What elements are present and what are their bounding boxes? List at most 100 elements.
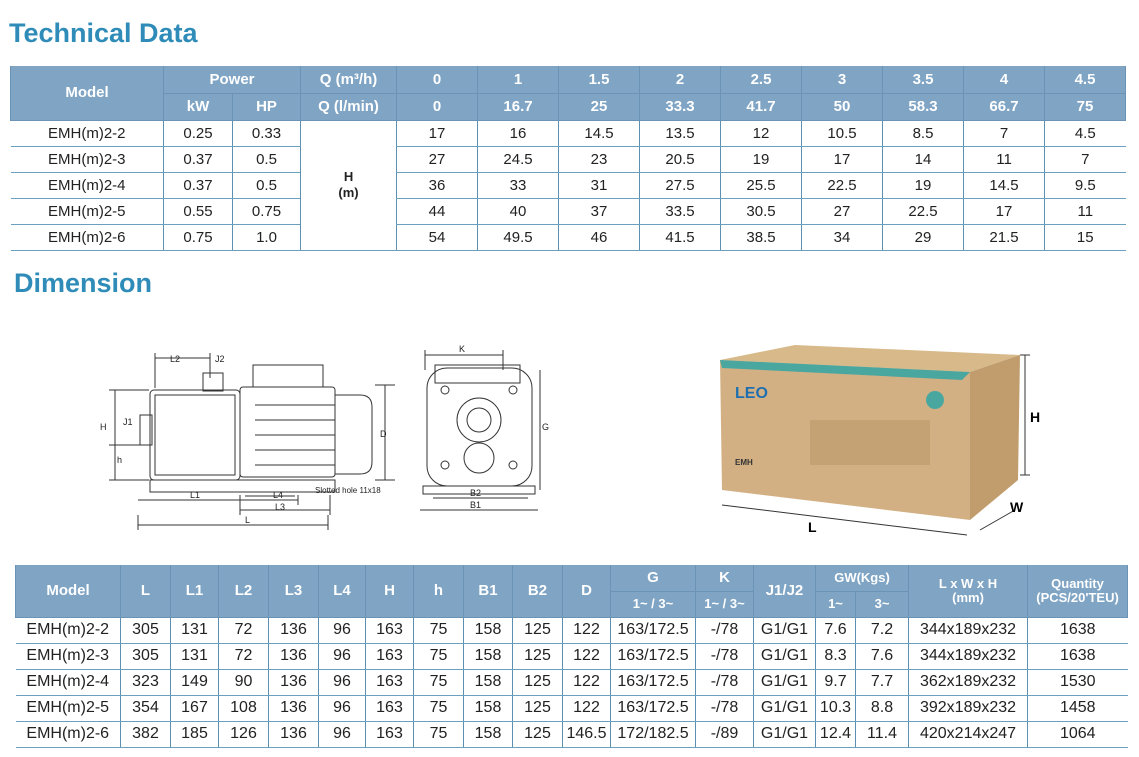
dim-l-header: L bbox=[120, 565, 171, 618]
model-cell: EMH(m)2-2 bbox=[10, 120, 164, 147]
dim-d-header: D bbox=[562, 565, 611, 618]
dimension-table: Model L L1 L2 L3 L4 H h B1 B2 D G K J1/J… bbox=[15, 565, 1129, 748]
dim-cell: 362x189x232 bbox=[908, 669, 1028, 696]
dim-cell: -/78 bbox=[695, 669, 754, 696]
hp-cell: 1.0 bbox=[231, 224, 301, 251]
flow-m3h: 3.5 bbox=[882, 66, 965, 94]
flow-m3h: 2.5 bbox=[720, 66, 803, 94]
dim-g-sub: 1~ / 3~ bbox=[610, 591, 696, 618]
head-unit: (m) bbox=[338, 185, 359, 200]
dim-cell: 185 bbox=[170, 721, 219, 748]
head-value-cell: 31 bbox=[558, 172, 640, 199]
label-b1: B1 bbox=[470, 500, 481, 510]
head-value-cell: 19 bbox=[882, 172, 964, 199]
flow-lmin: 0 bbox=[396, 93, 479, 121]
dim-cell: 163/172.5 bbox=[610, 617, 696, 644]
dim-cell: 125 bbox=[512, 695, 563, 722]
dim-cell: -/78 bbox=[695, 617, 754, 644]
q-lmin-header: Q (l/min) bbox=[300, 93, 398, 121]
head-value-cell: 27 bbox=[396, 146, 478, 173]
head-value-cell: 27.5 bbox=[639, 172, 721, 199]
label-d: D bbox=[380, 429, 387, 439]
head-value-cell: 14.5 bbox=[963, 172, 1045, 199]
dim-cell: 305 bbox=[120, 617, 171, 644]
head-value-cell: 14 bbox=[882, 146, 964, 173]
dim-cell: 1638 bbox=[1027, 617, 1128, 644]
dim-gw1-sub: 1~ bbox=[815, 591, 856, 618]
pump-front-view-drawing: K G B2 B1 bbox=[420, 344, 549, 511]
dim-cell: 1530 bbox=[1027, 669, 1128, 696]
dim-cell: 72 bbox=[218, 643, 269, 670]
label-h: H bbox=[100, 422, 107, 432]
head-value-cell: 11 bbox=[1044, 198, 1126, 225]
dim-cell: 163 bbox=[365, 669, 414, 696]
qty-label: Quantity bbox=[1051, 575, 1104, 591]
model-header: Model bbox=[10, 66, 164, 121]
dim-cell: 344x189x232 bbox=[908, 617, 1028, 644]
model-cell: EMH(m)2-6 bbox=[10, 224, 164, 251]
dim-cell: 158 bbox=[463, 669, 513, 696]
label-l3: L3 bbox=[275, 502, 285, 512]
head-value-cell: 46 bbox=[558, 224, 640, 251]
head-value-cell: 38.5 bbox=[720, 224, 802, 251]
dim-cell: 11.4 bbox=[854, 721, 909, 748]
head-value-cell: 10.5 bbox=[801, 120, 883, 147]
dim-cell: -/89 bbox=[695, 721, 754, 748]
head-value-cell: 22.5 bbox=[801, 172, 883, 199]
dim-cell: 382 bbox=[120, 721, 171, 748]
pump-side-view-drawing: L2 J2 H J1 h L1 L4 L3 L Slotted hole 11x… bbox=[100, 353, 395, 530]
dim-cell: 1458 bbox=[1027, 695, 1128, 722]
dim-cell: 146.5 bbox=[562, 721, 611, 748]
dim-cell: 125 bbox=[512, 643, 563, 670]
head-value-cell: 13.5 bbox=[639, 120, 721, 147]
label-slotted-hole: Slotted hole 11x18 bbox=[315, 486, 381, 495]
dim-cell: 136 bbox=[268, 617, 319, 644]
dim-cell: 420x214x247 bbox=[908, 721, 1028, 748]
dim-l4-header: L4 bbox=[318, 565, 366, 618]
head-value-cell: 34 bbox=[801, 224, 883, 251]
dim-cell: 136 bbox=[268, 695, 319, 722]
box-brand-logo: LEO bbox=[735, 385, 768, 402]
flow-m3h: 1 bbox=[477, 66, 560, 94]
box-w-label: W bbox=[1010, 499, 1024, 515]
dim-cell: 7.7 bbox=[854, 669, 909, 696]
head-value-cell: 15 bbox=[1044, 224, 1126, 251]
flow-m3h: 1.5 bbox=[558, 66, 641, 94]
dim-cell: EMH(m)2-6 bbox=[15, 721, 121, 748]
dim-cell: 172/182.5 bbox=[610, 721, 696, 748]
head-unit-cell: H(m) bbox=[300, 120, 397, 251]
dim-cell: 305 bbox=[120, 643, 171, 670]
head-value-cell: 19 bbox=[720, 146, 802, 173]
kw-cell: 0.37 bbox=[163, 172, 233, 199]
kw-cell: 0.55 bbox=[163, 198, 233, 225]
dim-cell: 163 bbox=[365, 695, 414, 722]
dimension-title: Dimension bbox=[14, 268, 153, 298]
dim-l2-header: L2 bbox=[218, 565, 269, 618]
hp-cell: 0.33 bbox=[231, 120, 301, 147]
dim-cell: 1638 bbox=[1027, 643, 1128, 670]
flow-lmin: 66.7 bbox=[963, 93, 1046, 121]
flow-lmin: 33.3 bbox=[639, 93, 722, 121]
head-value-cell: 16 bbox=[477, 120, 559, 147]
dim-cell: 167 bbox=[170, 695, 219, 722]
label-g: G bbox=[542, 422, 549, 432]
dim-cell: 125 bbox=[512, 617, 563, 644]
dim-qty-header: Quantity(PCS/20'TEU) bbox=[1027, 565, 1129, 618]
dim-cell: G1/G1 bbox=[753, 695, 816, 722]
dim-cell: 125 bbox=[512, 721, 563, 748]
head-value-cell: 17 bbox=[801, 146, 883, 173]
dim-cell: 75 bbox=[413, 643, 464, 670]
head-value-cell: 8.5 bbox=[882, 120, 964, 147]
head-value-cell: 25.5 bbox=[720, 172, 802, 199]
label-k: K bbox=[459, 344, 465, 354]
dim-cell: 323 bbox=[120, 669, 171, 696]
head-value-cell: 23 bbox=[558, 146, 640, 173]
box-model-label: EMH bbox=[735, 458, 753, 467]
box-l-label: L bbox=[808, 519, 817, 535]
head-value-cell: 9.5 bbox=[1044, 172, 1126, 199]
